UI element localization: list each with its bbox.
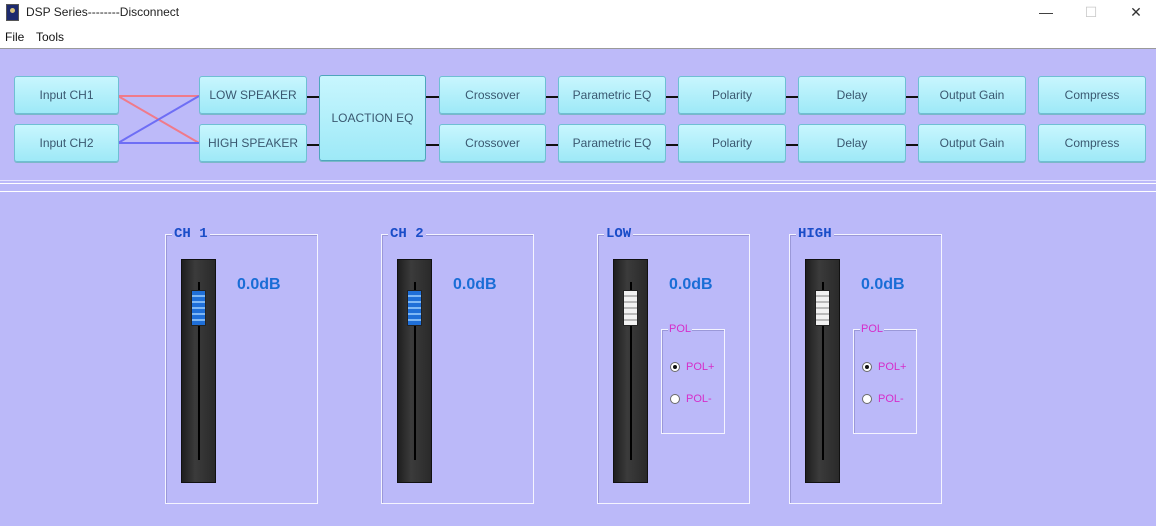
window-title: DSP Series--------Disconnect — [26, 5, 180, 19]
low-pol-plus-option[interactable]: POL+ — [670, 361, 714, 373]
low-speaker-button[interactable]: LOW SPEAKER — [199, 76, 307, 114]
connector — [306, 144, 320, 146]
delay-high-button[interactable]: Delay — [798, 124, 906, 162]
high-pol-minus-label: POL- — [878, 393, 904, 405]
connector — [785, 144, 799, 146]
ch2-gain-value: 0.0dB — [453, 276, 497, 293]
connector — [905, 96, 919, 98]
high-group: HIGH 0.0dB POL POL+ POL- — [789, 226, 942, 504]
compress-high-button[interactable]: Compress — [1038, 124, 1146, 162]
output-gain-low-button[interactable]: Output Gain — [918, 76, 1026, 114]
low-gain-value: 0.0dB — [669, 276, 713, 293]
low-fader[interactable] — [613, 259, 648, 483]
high-fader-knob[interactable] — [815, 290, 830, 326]
connector — [306, 96, 320, 98]
ch1-gain-value: 0.0dB — [237, 276, 281, 293]
connector — [785, 96, 799, 98]
low-fader-knob[interactable] — [623, 290, 638, 326]
fader-track — [414, 282, 416, 460]
high-pol-title: POL — [860, 323, 885, 336]
ch1-group: CH 1 0.0dB — [165, 226, 318, 504]
close-button[interactable]: ✕ — [1130, 4, 1142, 20]
high-pol-plus-label: POL+ — [878, 361, 907, 373]
compress-low-button[interactable]: Compress — [1038, 76, 1146, 114]
high-pol-group: POL POL+ POL- — [853, 323, 917, 434]
ch1-title: CH 1 — [172, 226, 210, 242]
low-pol-minus-option[interactable]: POL- — [670, 393, 712, 405]
app-icon — [6, 4, 19, 21]
crossover-low-button[interactable]: Crossover — [439, 76, 546, 114]
menu-bar: File Tools — [0, 26, 1156, 49]
connector — [665, 144, 679, 146]
input-ch2-button[interactable]: Input CH2 — [14, 124, 119, 162]
input-ch1-button[interactable]: Input CH1 — [14, 76, 119, 114]
divider — [0, 191, 1156, 192]
low-pol-plus-label: POL+ — [686, 361, 715, 373]
delay-low-button[interactable]: Delay — [798, 76, 906, 114]
low-pol-minus-label: POL- — [686, 393, 712, 405]
connector — [425, 144, 439, 146]
ch2-group: CH 2 0.0dB — [381, 226, 534, 504]
connector — [905, 144, 919, 146]
minimize-button[interactable]: — — [1039, 4, 1053, 20]
title-bar: DSP Series--------Disconnect — ☐ ✕ — [0, 0, 1156, 26]
connector — [545, 144, 559, 146]
fader-track — [198, 282, 200, 460]
low-pol-plus-radio[interactable] — [670, 362, 680, 372]
menu-tools[interactable]: Tools — [36, 30, 65, 44]
crossover-high-button[interactable]: Crossover — [439, 124, 546, 162]
ch2-fader-knob[interactable] — [407, 290, 422, 326]
fader-track — [822, 282, 824, 460]
low-pol-minus-radio[interactable] — [670, 394, 680, 404]
divider — [0, 183, 1156, 184]
low-title: LOW — [604, 226, 634, 242]
polarity-high-button[interactable]: Polarity — [678, 124, 786, 162]
connector — [545, 96, 559, 98]
fader-track — [630, 282, 632, 460]
ch1-fader[interactable] — [181, 259, 216, 483]
location-eq-button[interactable]: LOACTION EQ — [319, 75, 426, 161]
parametric-eq-high-button[interactable]: Parametric EQ — [558, 124, 666, 162]
maximize-button[interactable]: ☐ — [1084, 4, 1098, 20]
high-title: HIGH — [796, 226, 834, 242]
ch2-fader[interactable] — [397, 259, 432, 483]
ch1-fader-knob[interactable] — [191, 290, 206, 326]
high-pol-minus-radio[interactable] — [862, 394, 872, 404]
high-pol-minus-option[interactable]: POL- — [862, 393, 904, 405]
ch2-title: CH 2 — [388, 226, 426, 242]
parametric-eq-low-button[interactable]: Parametric EQ — [558, 76, 666, 114]
high-fader[interactable] — [805, 259, 840, 483]
high-pol-plus-radio[interactable] — [862, 362, 872, 372]
connector — [425, 96, 439, 98]
low-group: LOW 0.0dB POL POL+ POL- — [597, 226, 750, 504]
low-pol-group: POL POL+ POL- — [661, 323, 725, 434]
output-gain-high-button[interactable]: Output Gain — [918, 124, 1026, 162]
menu-file[interactable]: File — [5, 30, 25, 44]
high-speaker-button[interactable]: HIGH SPEAKER — [199, 124, 307, 162]
high-pol-plus-option[interactable]: POL+ — [862, 361, 906, 373]
high-gain-value: 0.0dB — [861, 276, 905, 293]
polarity-low-button[interactable]: Polarity — [678, 76, 786, 114]
connector — [665, 96, 679, 98]
input-routing-lines — [118, 95, 200, 144]
low-pol-title: POL — [668, 323, 693, 336]
